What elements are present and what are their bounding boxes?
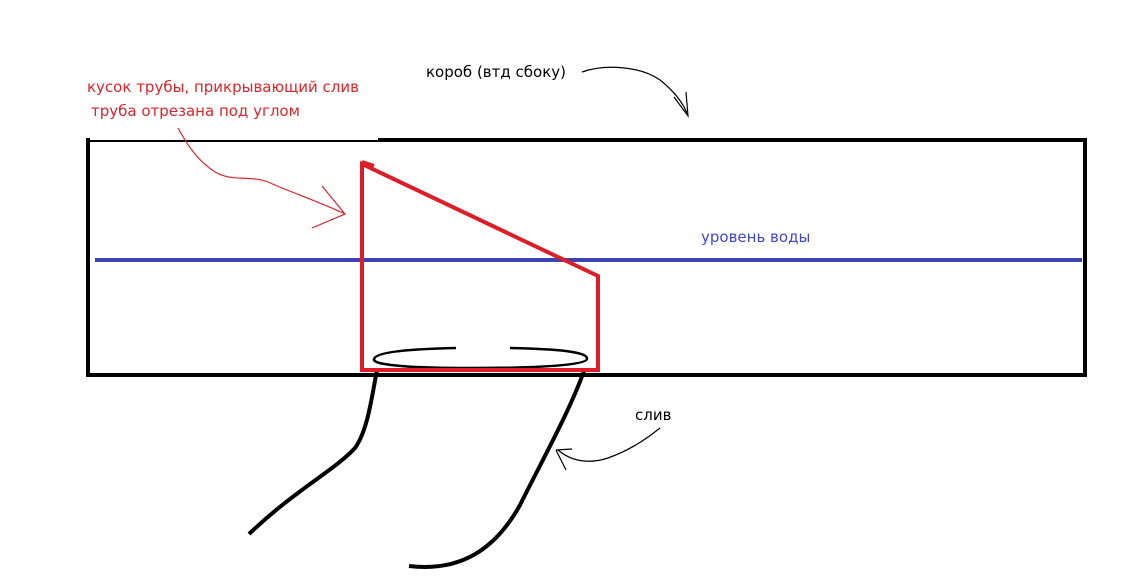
box-arrow (581, 66, 689, 117)
pipe-piece-label-line2: труба отрезана под углом (91, 102, 300, 120)
box-outline (86, 138, 1087, 377)
pipe-piece-label-line1: кусок трубы, прикрывающий слив (87, 78, 359, 96)
pipe-arrowhead (311, 185, 346, 229)
pipe-arrow (177, 127, 346, 215)
box-arrowhead (673, 91, 689, 119)
drain-arrow (557, 427, 661, 462)
drain-pipe-right-wall (408, 370, 586, 569)
pipe-piece-top-tick (361, 160, 375, 168)
box-label: короб (втд сбоку) (426, 63, 566, 81)
drain-label: слив (635, 406, 672, 424)
drain-arrowhead (555, 448, 573, 471)
water-level-label: уровень воды (701, 228, 811, 246)
pipe-piece-outline (360, 160, 600, 372)
drain-opening (372, 346, 589, 370)
drain-pipe-left-wall (247, 369, 379, 536)
